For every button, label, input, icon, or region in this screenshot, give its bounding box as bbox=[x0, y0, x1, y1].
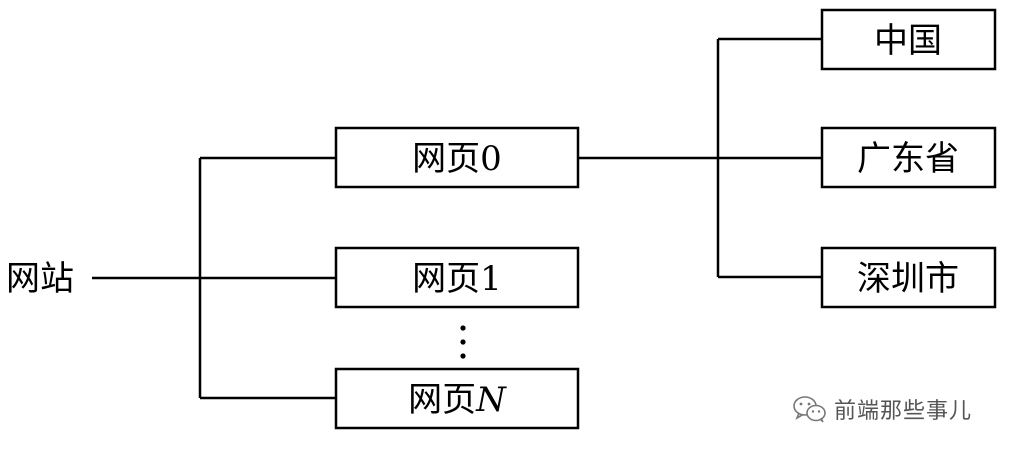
page-node-n-box bbox=[334, 367, 580, 430]
page-node-1-label: 网页1 bbox=[412, 259, 502, 299]
page-node-n-prefix: 网页 bbox=[408, 380, 476, 420]
page-node-1-box bbox=[334, 246, 580, 309]
detail-node-guangdong: 广东省 bbox=[820, 126, 997, 189]
watermark-text: 前端那些事儿 bbox=[834, 399, 973, 424]
wechat-icon bbox=[793, 396, 826, 423]
detail-node-china-box bbox=[820, 8, 997, 71]
connectors bbox=[92, 37, 822, 400]
page-node-n-variable: N bbox=[475, 380, 507, 420]
detail-node-china: 中国 bbox=[820, 8, 997, 71]
ellipsis-dot bbox=[460, 325, 466, 331]
detail-node-shenzhen: 深圳市 bbox=[820, 246, 997, 309]
root-label: 网站 bbox=[6, 259, 74, 299]
ellipsis bbox=[460, 325, 466, 359]
detail-node-shenzhen-box bbox=[820, 246, 997, 309]
detail-node-shenzhen-label: 深圳市 bbox=[857, 259, 959, 299]
detail-node-guangdong-box bbox=[820, 126, 997, 189]
watermark: 前端那些事儿 bbox=[792, 392, 972, 426]
ellipsis-dot bbox=[460, 339, 466, 345]
page-node-0-label: 网页0 bbox=[412, 139, 502, 179]
detail-node-china-label: 中国 bbox=[874, 21, 942, 61]
page-node-n-label: 网页N bbox=[408, 380, 507, 420]
ellipsis-dot bbox=[460, 353, 466, 359]
detail-node-guangdong-label: 广东省 bbox=[857, 139, 959, 179]
page-node-1: 网页1 bbox=[334, 246, 580, 309]
page-node-0: 网页0 bbox=[334, 126, 580, 189]
page-node-0-box bbox=[334, 126, 580, 189]
page-node-n: 网页N bbox=[334, 367, 580, 430]
